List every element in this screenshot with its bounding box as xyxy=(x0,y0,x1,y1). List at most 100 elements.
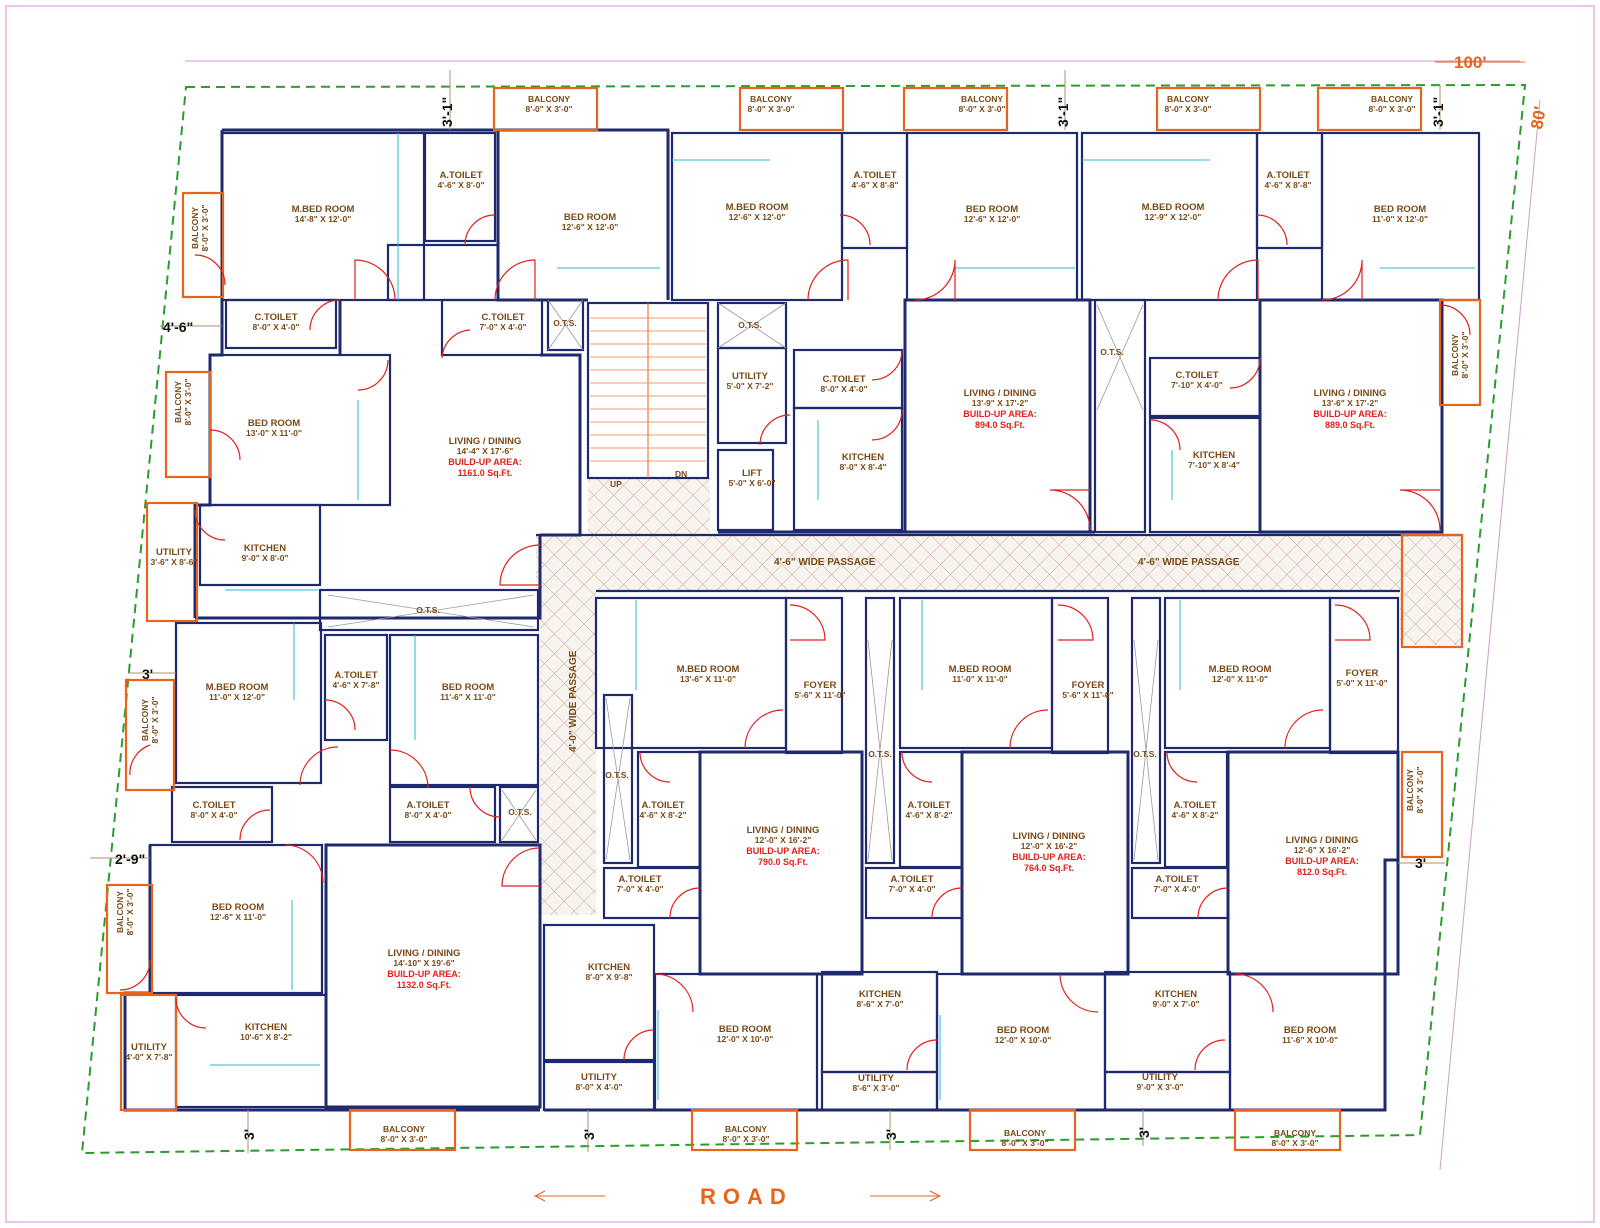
room-name: KITCHEN xyxy=(588,962,630,973)
balcony-name: BALCONY xyxy=(1004,1128,1046,1138)
room-dimension: 12'-0" X 10'-0" xyxy=(995,1035,1052,1045)
balcony-dimension: 8'-0" X 3'-0" xyxy=(1164,104,1211,114)
ots-label: O.T.S. xyxy=(605,770,629,780)
build-up-area-value: 812.0 Sq.Ft. xyxy=(1297,867,1347,877)
room-name: A.TOILET xyxy=(890,874,933,885)
ots-label: O.T.S. xyxy=(416,605,440,615)
balcony-dimension: 8'-0" X 3'-0" xyxy=(525,104,572,114)
room-dimension: 7'-0" X 4'-0" xyxy=(479,322,526,332)
room-dimension: 12'-6" X 12'-0" xyxy=(964,214,1021,224)
room-dimension: 4'-6" X 8'-8" xyxy=(851,180,898,190)
room-dimension: 13'-6" X 11'-0" xyxy=(680,674,736,684)
build-up-area-value: 764.0 Sq.Ft. xyxy=(1024,863,1074,873)
room-dimension: 9'-0" X 7'-0" xyxy=(1152,999,1199,1009)
build-up-area-label: BUILD-UP AREA: xyxy=(387,969,461,979)
setback-bottom-3: 3' xyxy=(883,1129,899,1140)
build-up-area-value: 790.0 Sq.Ft. xyxy=(758,857,808,867)
stair-up-label: UP xyxy=(610,479,622,489)
balcony-name: BALCONY xyxy=(140,699,150,741)
room-dimension: 13'-9" X 17'-2" xyxy=(972,398,1029,408)
road-label: ROAD xyxy=(700,1184,793,1209)
room-name: A.TOILET xyxy=(439,170,482,181)
room-name: UTILITY xyxy=(156,547,193,558)
room-name: A.TOILET xyxy=(618,874,661,885)
room-dimension: 14'-4" X 17'-6" xyxy=(457,446,514,456)
setback-left-mid: 3' xyxy=(142,666,153,682)
room-name: LIVING / DINING xyxy=(1286,835,1359,846)
setback-bottom-2: 3' xyxy=(581,1129,597,1140)
room-name: KITCHEN xyxy=(1155,989,1197,1000)
room-name: FOYER xyxy=(1346,668,1379,679)
room-name: BED ROOM xyxy=(997,1025,1049,1036)
balcony-dimension: 8'-0" X 3'-0" xyxy=(1460,331,1470,378)
build-up-area-label: BUILD-UP AREA: xyxy=(963,409,1037,419)
room-name: UTILITY xyxy=(1142,1072,1179,1083)
room-name: C.TOILET xyxy=(192,800,235,811)
room-dimension: 5'-6" X 11'-0" xyxy=(1062,690,1113,700)
room-name: FOYER xyxy=(804,680,837,691)
room-dimension: 5'-0" X 6'-0" xyxy=(728,478,775,488)
ots-shafts xyxy=(327,299,1159,861)
room-name: BED ROOM xyxy=(442,682,494,693)
setback-left-upper: 4'-6" xyxy=(163,319,193,335)
overall-depth-label: 80' xyxy=(1527,105,1550,131)
room-name: UTILITY xyxy=(732,371,769,382)
build-up-area-label: BUILD-UP AREA: xyxy=(448,457,522,467)
balcony-name: BALCONY xyxy=(750,94,792,104)
room-name: LIFT xyxy=(742,468,762,479)
setback-top-mid: 3'-1" xyxy=(1055,97,1071,127)
room-dimension: 8'-0" X 9'-8" xyxy=(585,972,632,982)
room-name: A.TOILET xyxy=(1266,170,1309,181)
passage-west-label: 4'-0" WIDE PASSAGE xyxy=(568,650,579,752)
common-passages xyxy=(536,478,1462,915)
wardrobe-lines xyxy=(210,133,1475,1100)
room-dimension: 4'-6" X 8'-2" xyxy=(1171,810,1218,820)
stair-dn-label: DN xyxy=(675,469,687,479)
balcony-dimension: 8'-0" X 3'-0" xyxy=(200,204,210,251)
room-dimension: 12'-0" X 16'-2" xyxy=(1021,841,1078,851)
balcony-dimension: 8'-0" X 3'-0" xyxy=(1001,1138,1048,1148)
balcony-dimension: 8'-0" X 3'-0" xyxy=(747,104,794,114)
room-name: A.TOILET xyxy=(1173,800,1216,811)
labels-layer: 3'-1" 3'-1" 3'-1" 4'-6" 3' 2'-9" 3' 3' 3… xyxy=(115,94,1470,1209)
balcony-name: BALCONY xyxy=(1371,94,1413,104)
room-dimension: 5'-0" X 11'-0" xyxy=(1336,678,1387,688)
room-dimension: 7'-10" X 4'-0" xyxy=(1171,380,1223,390)
room-name: BED ROOM xyxy=(966,204,1018,215)
build-up-area-label: BUILD-UP AREA: xyxy=(1285,856,1359,866)
room-dimension: 13'-6" X 17'-2" xyxy=(1322,398,1379,408)
balcony-dimension: 8'-0" X 3'-0" xyxy=(125,888,135,935)
room-name: BED ROOM xyxy=(564,212,616,223)
setback-top-right: 3'-1" xyxy=(1430,97,1446,127)
room-dimension: 7'-10" X 8'-4" xyxy=(1188,460,1240,470)
room-dimension: 12'-6" X 11'-0" xyxy=(210,912,266,922)
overall-dimensions: 100' 80' xyxy=(185,53,1550,1171)
room-dimension: 13'-0" X 11'-0" xyxy=(246,428,302,438)
lobby-hatch xyxy=(588,478,710,538)
room-name: A.TOILET xyxy=(907,800,950,811)
balcony-name: BALCONY xyxy=(115,891,125,933)
